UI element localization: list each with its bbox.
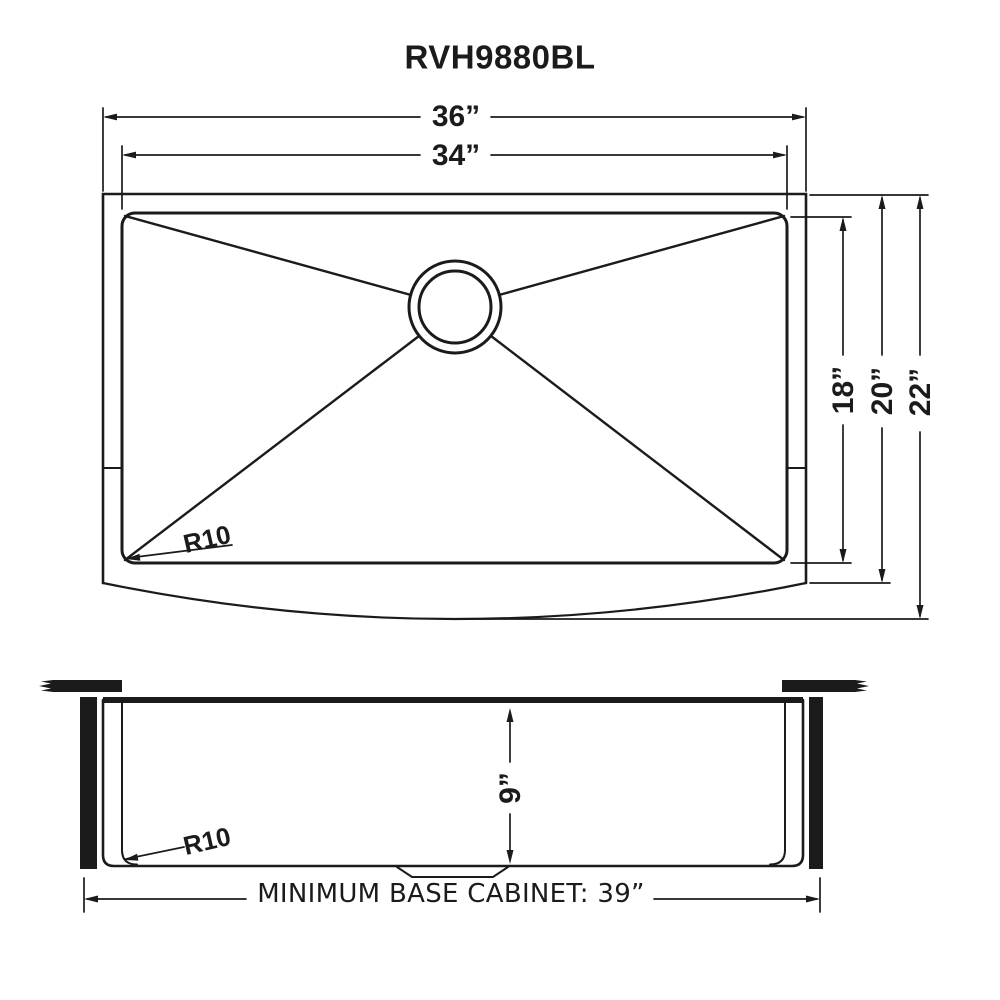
dim-label-bowl-width: 34” <box>431 139 481 172</box>
bowl-outline <box>120 211 789 565</box>
arrow-tip <box>124 853 139 861</box>
leader-corner-radius-top <box>126 544 233 561</box>
arrow-down <box>916 605 924 619</box>
dim-label-bowl-depth: 9” <box>494 772 527 804</box>
apron-front-curve <box>101 581 808 621</box>
arrow-right <box>806 895 820 903</box>
arrow-left <box>122 151 136 159</box>
drain-icon <box>407 259 503 355</box>
arrow-down <box>839 549 847 563</box>
dim-overall-width <box>102 107 807 192</box>
bowl-slope-lines <box>123 214 786 562</box>
dim-outer-depth <box>809 195 891 584</box>
dim-label-overall-front-to-back: 22” <box>904 367 937 417</box>
dim-base-cabinet <box>83 877 821 913</box>
base-cabinet-note: MINIMUM BASE CABINET: 39” <box>257 879 645 909</box>
dim-bowl-depth <box>790 216 852 564</box>
break-symbol <box>39 680 53 692</box>
break-symbol <box>855 680 869 692</box>
dim-overall-depth <box>454 194 929 620</box>
bowl-wall-left <box>121 702 138 866</box>
dim-label-overall-width: 36” <box>431 100 481 133</box>
countertop-left <box>39 680 122 692</box>
arrow-left <box>84 895 98 903</box>
dim-label-bowl-front-to-back: 18” <box>827 365 860 415</box>
leader-corner-radius-side <box>124 846 185 861</box>
cabinet-panel-left <box>80 697 97 869</box>
arrow-down <box>878 569 886 583</box>
arrow-down <box>506 850 514 864</box>
arrow-right <box>773 151 787 159</box>
bowl-wall-right <box>769 702 786 866</box>
dim-bowl-width <box>121 145 788 210</box>
sink-outer-outline <box>101 192 808 585</box>
arrow-up <box>878 195 886 209</box>
sink-body-outline <box>101 698 805 868</box>
cabinet-panel-right <box>809 697 823 869</box>
arrow-tip <box>126 553 141 561</box>
dim-bowl-height <box>506 708 514 864</box>
drain-fitting <box>396 866 509 878</box>
dim-label-outer-front-to-back: 20” <box>866 366 899 416</box>
arrow-up <box>506 708 514 722</box>
arrow-right <box>792 113 806 121</box>
model-number-title: RVH9880BL <box>404 38 596 76</box>
arrow-left <box>103 113 117 121</box>
side-view <box>39 680 869 913</box>
countertop-right <box>782 680 869 692</box>
top-view <box>101 107 929 621</box>
arrow-up <box>839 217 847 231</box>
arrow-up <box>916 195 924 209</box>
sink-top-rim <box>103 697 803 703</box>
